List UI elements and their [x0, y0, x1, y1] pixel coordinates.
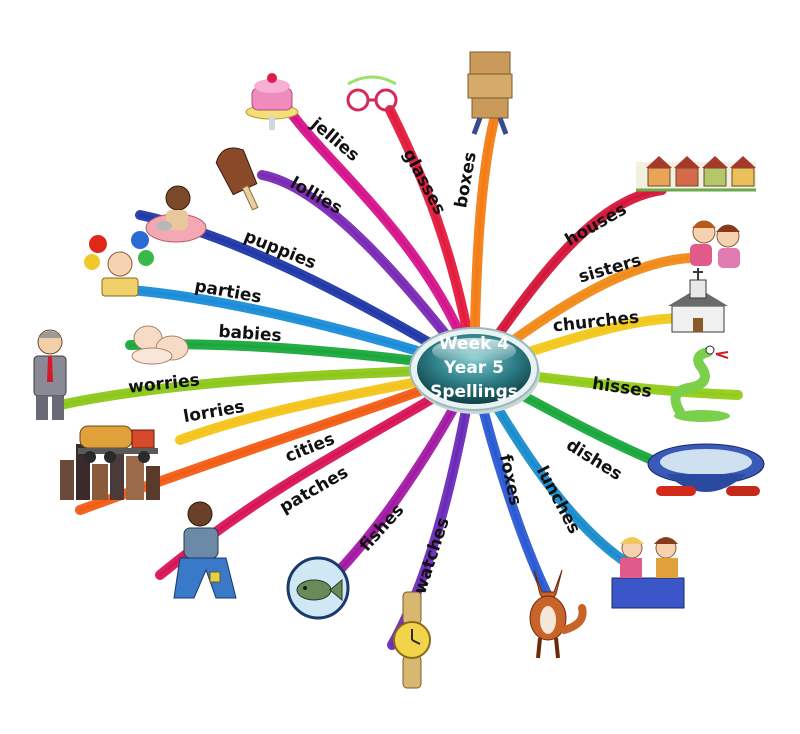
patched-jeans-icon — [173, 501, 237, 599]
party-icon — [84, 231, 154, 297]
houses-icon — [636, 156, 756, 192]
branch-label-babies: babies — [218, 322, 283, 346]
branch-tip-jellies — [280, 98, 476, 371]
hub-line-3: Spellings — [430, 382, 518, 402]
hub-line-2: Year 5 — [443, 358, 504, 378]
hub-shine — [432, 338, 516, 364]
sisters-icon — [690, 220, 740, 268]
lorry-icon — [78, 425, 158, 463]
branch-label-glasses: glasses — [398, 146, 449, 218]
jelly-cake-icon — [245, 73, 299, 130]
central-topic: Week 4 Year 5 Spellings — [409, 327, 540, 414]
church-icon — [668, 268, 728, 333]
fish-icon — [286, 556, 350, 620]
branch-label-fishes: fishes — [356, 500, 409, 555]
moving-boxes-icon — [467, 51, 513, 135]
branch-label-houses: houses — [562, 199, 631, 250]
dish-icon — [647, 443, 765, 496]
icon-layer — [33, 51, 765, 689]
watch-icon — [393, 591, 431, 689]
snake-icon — [670, 345, 730, 422]
lolly-icon — [215, 147, 259, 211]
fox-icon — [529, 569, 587, 659]
worried-man-icon — [33, 329, 67, 420]
hub-line-1: Week 4 — [439, 334, 509, 354]
branch-label-lunches: lunches — [532, 463, 584, 538]
branch-label-lollies: lollies — [286, 173, 345, 219]
branch-tip-glasses — [388, 108, 476, 371]
lunch-icon — [611, 537, 685, 609]
branch-label-watches: watches — [410, 515, 453, 596]
babies-icon — [131, 325, 189, 365]
glasses-icon — [346, 75, 398, 112]
branch-label-worries: worries — [127, 370, 200, 397]
puppy-icon — [145, 185, 207, 243]
branch-label-boxes: boxes — [451, 150, 481, 209]
branch-label-hisses: hisses — [591, 374, 653, 402]
